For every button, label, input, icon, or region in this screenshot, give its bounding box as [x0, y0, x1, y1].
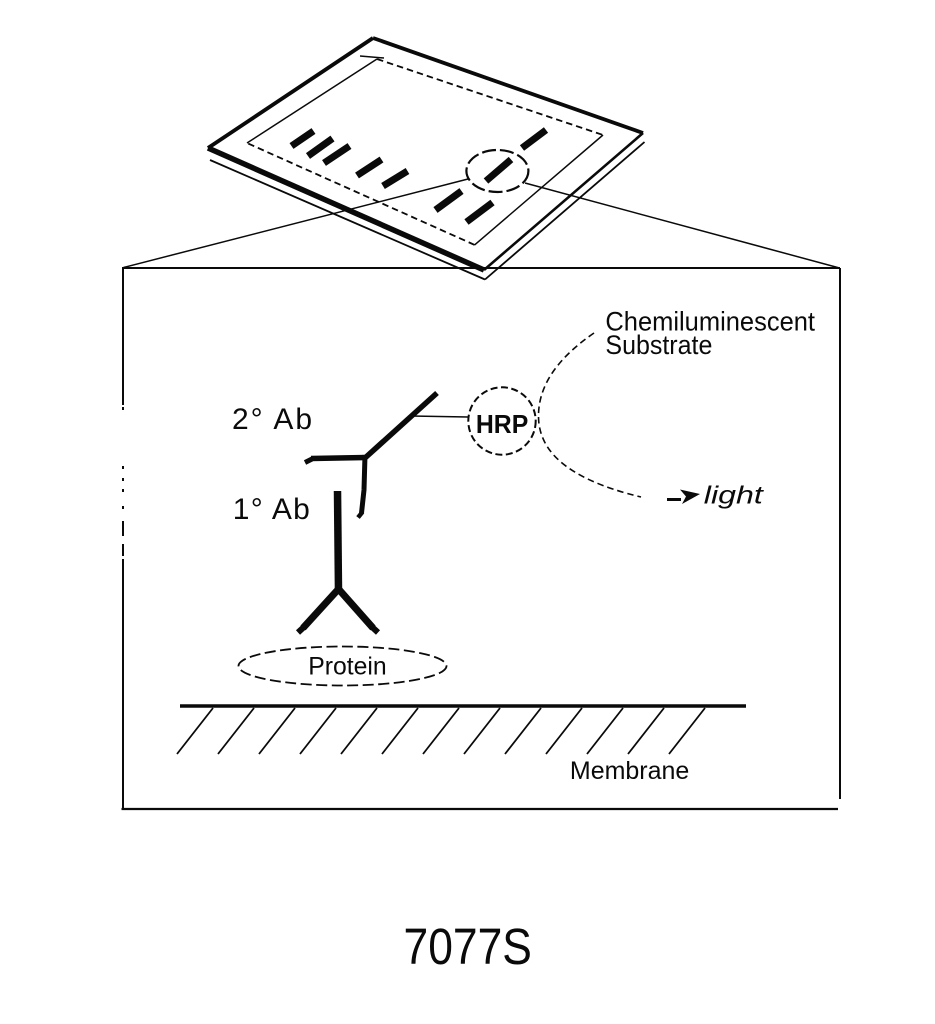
svg-text:HRP: HRP [476, 409, 528, 439]
svg-text:1° Ab: 1° Ab [233, 493, 310, 526]
svg-text:7077S: 7077S [404, 918, 532, 975]
svg-text:light: light [704, 482, 764, 510]
svg-text:Membrane: Membrane [570, 757, 689, 785]
svg-text:Chemiluminescent: Chemiluminescent [605, 307, 815, 337]
svg-text:Substrate: Substrate [605, 330, 712, 360]
svg-text:Protein: Protein [308, 652, 387, 680]
